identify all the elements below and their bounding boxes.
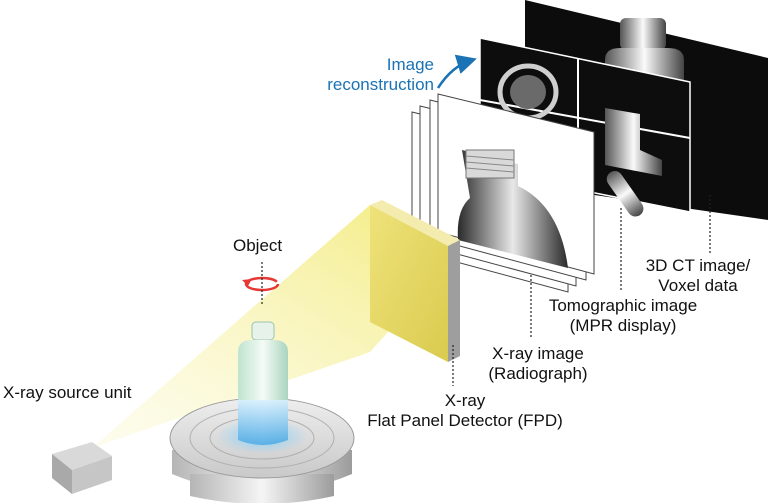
radiograph-bottle (457, 149, 568, 268)
object-bottle (238, 321, 288, 445)
xray-source-unit (52, 442, 112, 494)
rotation-arrow-icon (242, 276, 280, 292)
xray-beam (92, 205, 460, 448)
radiograph-stack (411, 93, 595, 293)
flat-panel-detector (370, 200, 460, 362)
image-reconstruction-label: Image reconstruction (327, 55, 434, 94)
leader-lines (261, 195, 711, 386)
object-label: Object (233, 236, 283, 255)
fpd-label: X-ray Flat Panel Detector (FPD) (367, 391, 563, 430)
mpr-sagittal-slice (606, 171, 644, 217)
xray-source-label: X-ray source unit (3, 383, 132, 402)
tomographic-label: Tomographic image (MPR display) (548, 296, 698, 335)
ct-voxel-label: 3D CT image/ Voxel data (645, 256, 751, 295)
reconstruction-arrow-icon (436, 54, 477, 89)
radiograph-label: X-ray image (Radiograph) (488, 344, 588, 383)
mpr-coronal-slice (605, 108, 662, 176)
